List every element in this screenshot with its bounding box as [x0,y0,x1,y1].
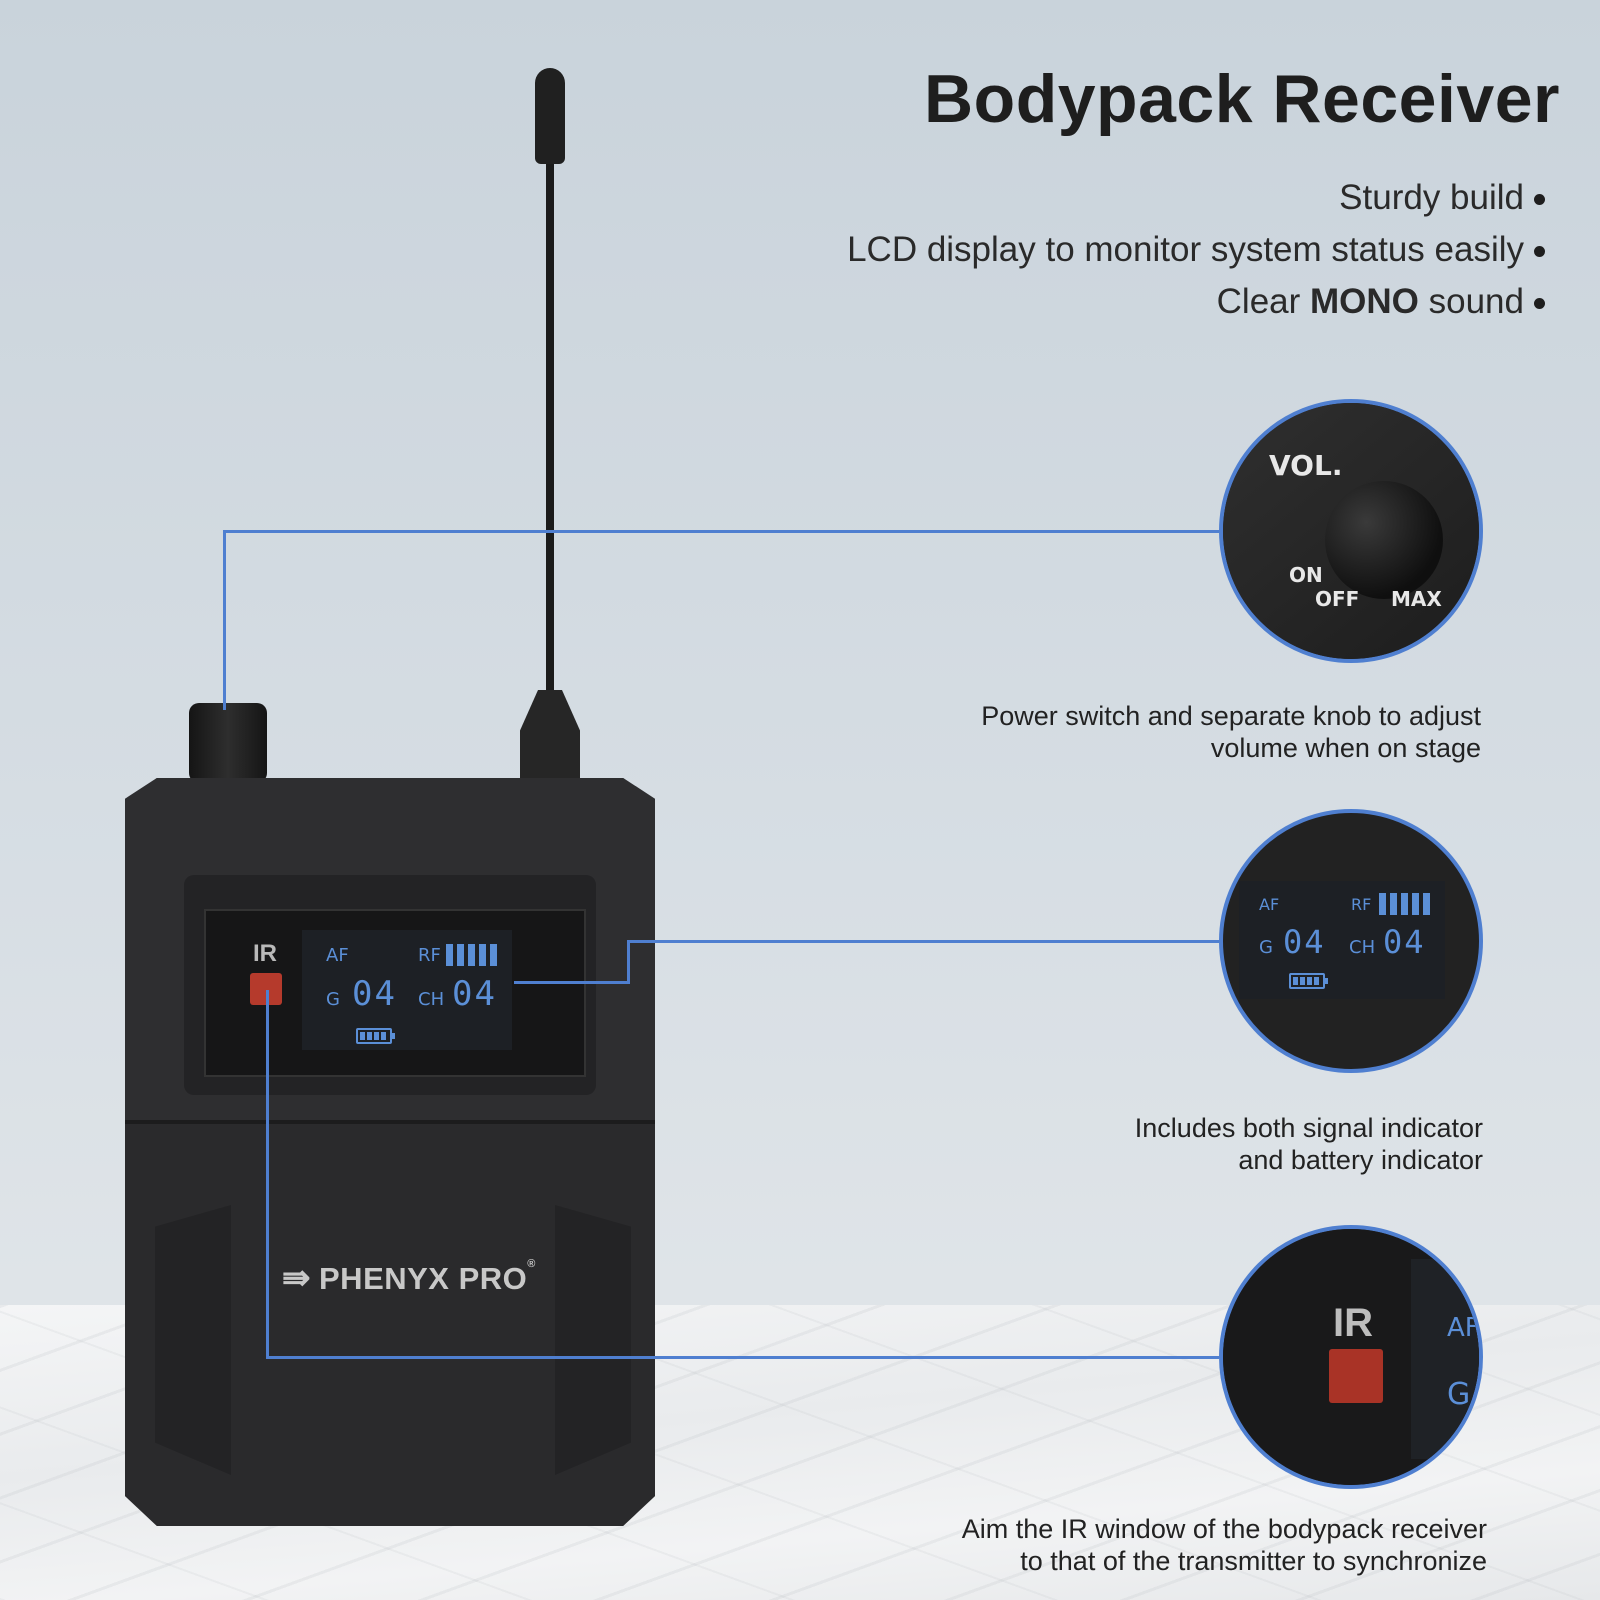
connector-line-ir [266,990,269,1358]
phenyx-logo-icon: ⇛ [282,1259,311,1297]
connector-line-volume [223,530,226,710]
rf-signal-bars-icon [1379,893,1434,920]
lcd-screen: AF RF G 04 CH 04 [302,930,512,1050]
lcd-g-label: G [1447,1377,1471,1412]
caption-line: Aim the IR window of the bodypack receiv… [961,1514,1487,1544]
feature-list: Sturdy build LCD display to monitor syst… [847,172,1545,328]
brand-name: PHENYX PRO [319,1261,528,1296]
body-divider [125,1120,655,1124]
max-label: MAX [1391,587,1442,611]
feature-item: Clear MONO sound [847,276,1545,328]
lcd-af-label: AF [1259,895,1280,914]
ir-closeup-window [1329,1349,1383,1403]
caption-ir: Aim the IR window of the bodypack receiv… [962,1513,1487,1577]
caption-line: and battery indicator [1238,1145,1483,1175]
brand-mark: ® [527,1258,536,1270]
lcd-ch-value: 04 [1383,923,1426,961]
feature-item: LCD display to monitor system status eas… [847,224,1545,276]
caption-line: Power switch and separate knob to adjust [981,701,1481,731]
bullet-dot-icon [1534,194,1545,206]
feature-text: LCD display to monitor system status eas… [847,230,1524,269]
feature-text-bold: MONO [1310,282,1419,321]
feature-text: Sturdy build [1339,178,1524,217]
ir-closeup-label: IR [1333,1301,1373,1345]
lcd-ch-value: 04 [452,974,497,1014]
callout-display-circle: AF RF G 04 CH 04 [1219,809,1483,1073]
right-grip [555,1205,631,1475]
antenna-base [520,690,580,780]
lcd-af-label: AF [1447,1313,1480,1343]
rf-signal-bars-icon [446,944,501,971]
lcd-ch-label: CH [418,989,445,1010]
connector-line-display [627,940,630,984]
callout-volume-circle: VOL. ON OFF MAX [1219,399,1483,663]
connector-line-ir [266,1356,1219,1359]
caption-volume: Power switch and separate knob to adjust… [981,700,1481,764]
lcd-af-label: AF [326,945,349,966]
lcd-g-label: G [326,989,340,1010]
bullet-dot-icon [1534,246,1545,258]
ir-closeup: IR AF G [1223,1229,1479,1485]
left-grip [155,1205,231,1475]
on-label: ON [1289,563,1323,587]
battery-icon [356,1028,395,1044]
callout-ir-circle: IR AF G [1219,1225,1483,1489]
caption-line: volume when on stage [1210,733,1481,763]
ir-label: IR [253,940,277,967]
connector-line-volume [223,530,1219,533]
caption-line: to that of the transmitter to synchroniz… [1020,1546,1487,1576]
volume-knob-closeup [1325,481,1443,599]
feature-item: Sturdy build [847,172,1545,224]
lcd-edge: AF G [1411,1259,1480,1459]
vol-label: VOL. [1269,449,1343,482]
lcd-g-value: 04 [1283,923,1326,961]
volume-knob[interactable] [189,703,267,783]
off-label: OFF [1315,587,1360,611]
connector-line-display [627,940,1219,943]
antenna-tip [535,68,565,164]
display-closeup: AF RF G 04 CH 04 [1239,881,1445,999]
feature-text-pre: Clear [1216,282,1311,321]
caption-line: Includes both signal indicator [1134,1113,1483,1143]
antenna-rod [546,92,554,732]
lcd-rf-label: RF [1351,895,1372,914]
connector-line-display [514,981,628,984]
page-title: Bodypack Receiver [924,61,1560,137]
brand-logo: ⇛PHENYX PRO® [282,1258,536,1298]
feature-text-post: sound [1418,282,1524,321]
lcd-ch-label: CH [1349,937,1376,958]
lcd-g-value: 04 [352,974,397,1014]
volume-closeup: VOL. ON OFF MAX [1223,403,1479,659]
lcd-rf-label: RF [418,945,441,966]
bullet-dot-icon [1534,298,1545,310]
lcd-g-label: G [1259,937,1273,958]
battery-icon [1289,973,1328,989]
